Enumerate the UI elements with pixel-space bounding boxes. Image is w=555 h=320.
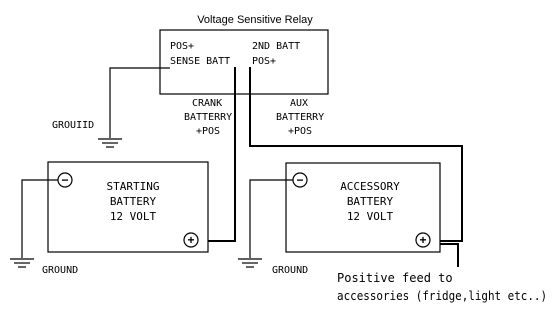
voltage-sensitive-relay-box — [159, 29, 329, 95]
relay-pos-left-label: POS+ — [170, 41, 194, 52]
relay-ground-wire — [109, 67, 170, 138]
starting-battery-label-line1: STARTING — [107, 180, 160, 193]
feed-note-line2: accessories (fridge,light etc..) — [337, 289, 547, 303]
accessory-battery-positive-sign: + — [419, 233, 426, 247]
starting-battery-negative-sign: − — [61, 173, 68, 187]
ground-right-label: GROUND — [272, 265, 308, 276]
accessory-battery-label-line2: BATTERY — [347, 195, 394, 208]
starting-battery — [47, 161, 209, 253]
crank-positive-wire — [201, 67, 236, 242]
ground-symbol-left — [10, 258, 34, 268]
aux-label-line3: +POS — [288, 126, 312, 137]
aux-positive-wire — [249, 67, 463, 242]
accessory-battery-label-line3: 12 VOLT — [347, 210, 394, 223]
accessory-battery-positive-terminal — [415, 232, 431, 248]
starting-battery-positive-terminal — [183, 232, 199, 248]
aux-label-line1: AUX — [290, 98, 308, 109]
relay-sense-batt-label: SENSE BATT — [170, 56, 230, 67]
crank-label-line1: CRANK — [192, 98, 222, 109]
relay-title: Voltage Sensitive Relay — [197, 14, 313, 26]
relay-2nd-batt-label: 2ND BATT — [252, 41, 300, 52]
starting-battery-label-line3: 12 VOLT — [110, 210, 157, 223]
relay-pos-right-label: POS+ — [252, 56, 276, 67]
ground-symbol-right — [238, 258, 262, 268]
accessory-battery — [285, 162, 441, 253]
accessory-battery-label-line1: ACCESSORY — [340, 180, 400, 193]
crank-label-line3: +POS — [196, 126, 220, 137]
ground-top-label: GROUIID — [52, 120, 94, 131]
crank-label-line2: BATTERRY — [184, 112, 232, 123]
feed-note-line1: Positive feed to — [337, 271, 453, 285]
accessory-battery-negative-sign: − — [296, 173, 303, 187]
accessory-battery-ground-wire — [249, 179, 293, 258]
starting-battery-ground-wire — [21, 179, 58, 258]
starting-battery-positive-sign: + — [187, 233, 194, 247]
aux-label-line2: BATTERRY — [276, 112, 324, 123]
ground-left-label: GROUND — [42, 265, 78, 276]
ground-symbol-top — [98, 138, 122, 148]
starting-battery-label-line2: BATTERY — [110, 195, 157, 208]
